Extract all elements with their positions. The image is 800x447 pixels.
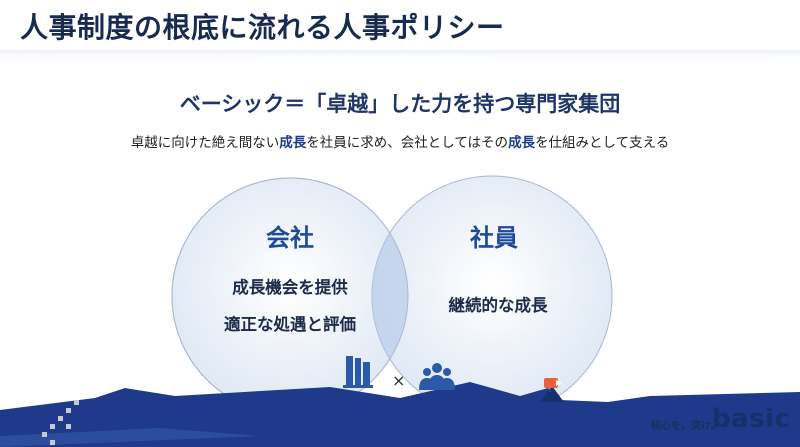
employee-title: 社員 bbox=[470, 224, 518, 252]
decorative-dots bbox=[42, 400, 79, 445]
slide-title: 人事制度の根底に流れる人事ポリシー bbox=[20, 11, 505, 44]
employee-item-continuous-growth: 継続的な成長 bbox=[448, 296, 548, 315]
subline-text-1: 卓越に向けた絶え間ない bbox=[130, 135, 280, 151]
subline-highlight-growth-1: 成長 bbox=[279, 135, 307, 151]
policy-subline: 卓越に向けた絶え間ない成長を社員に求め、会社としてはその成長を仕組みとして支える bbox=[0, 131, 800, 151]
subline-highlight-growth-2: 成長 bbox=[508, 135, 536, 151]
policy-headline: ベーシック＝「卓越」した力を持つ専門家集団 bbox=[179, 92, 621, 116]
flag-icon bbox=[544, 378, 562, 392]
mountain-shape bbox=[0, 382, 800, 447]
subline-text-3: を仕組みとして支える bbox=[535, 135, 670, 151]
subline-text-2: を社員に求め、会社としてはその bbox=[306, 135, 509, 151]
building-icon bbox=[343, 356, 373, 388]
brand-tagline: 核心を、突け。 bbox=[651, 421, 721, 432]
brand-logo: basic bbox=[712, 404, 791, 434]
title-divider bbox=[0, 50, 800, 60]
mountain-peak bbox=[540, 386, 564, 402]
company-item-fair-evaluation: 適正な処遇と評価 bbox=[224, 315, 356, 334]
company-item-growth-opportunity: 成長機会を提供 bbox=[232, 278, 348, 297]
company-title: 会社 bbox=[266, 224, 314, 252]
times-symbol: × bbox=[392, 371, 406, 390]
people-icon bbox=[419, 363, 455, 390]
